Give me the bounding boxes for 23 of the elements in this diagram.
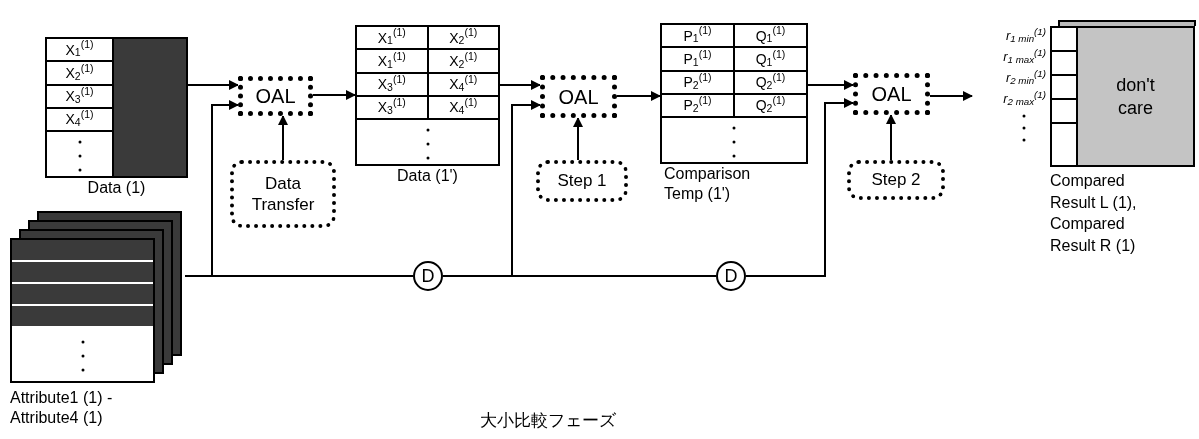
figure-caption: 大小比較フェーズ bbox=[480, 409, 616, 432]
connector-arrow bbox=[929, 91, 973, 101]
table-caption: Comparison Temp (1') bbox=[663, 164, 752, 204]
table-caption: Compared Result L (1), Compared Result R (1) bbox=[1050, 171, 1138, 256]
table-caption: Data (1') bbox=[397, 166, 458, 186]
connector-arrow bbox=[499, 80, 541, 90]
step-box: Data Transfer bbox=[230, 160, 336, 228]
connector-arrow bbox=[886, 114, 896, 161]
connector-arrow bbox=[745, 98, 854, 277]
table-caption: Data (1) bbox=[87, 178, 146, 198]
connector-arrow bbox=[616, 91, 661, 101]
stack-caption: Attribute1 (1) - Attribute4 (1) bbox=[10, 388, 114, 428]
connector-arrow bbox=[187, 80, 239, 90]
connector-arrow bbox=[807, 80, 854, 90]
step-box: Step 1 bbox=[536, 160, 628, 202]
shaded-area-text: don't care bbox=[1115, 74, 1156, 119]
connector-arrow bbox=[278, 115, 288, 161]
operation-box: OAL bbox=[853, 73, 930, 115]
operation-box: OAL bbox=[238, 76, 313, 116]
step-box: Step 2 bbox=[847, 160, 945, 200]
operation-box: OAL bbox=[540, 75, 617, 118]
connector-arrow bbox=[312, 90, 356, 100]
connector-arrow bbox=[573, 117, 583, 161]
